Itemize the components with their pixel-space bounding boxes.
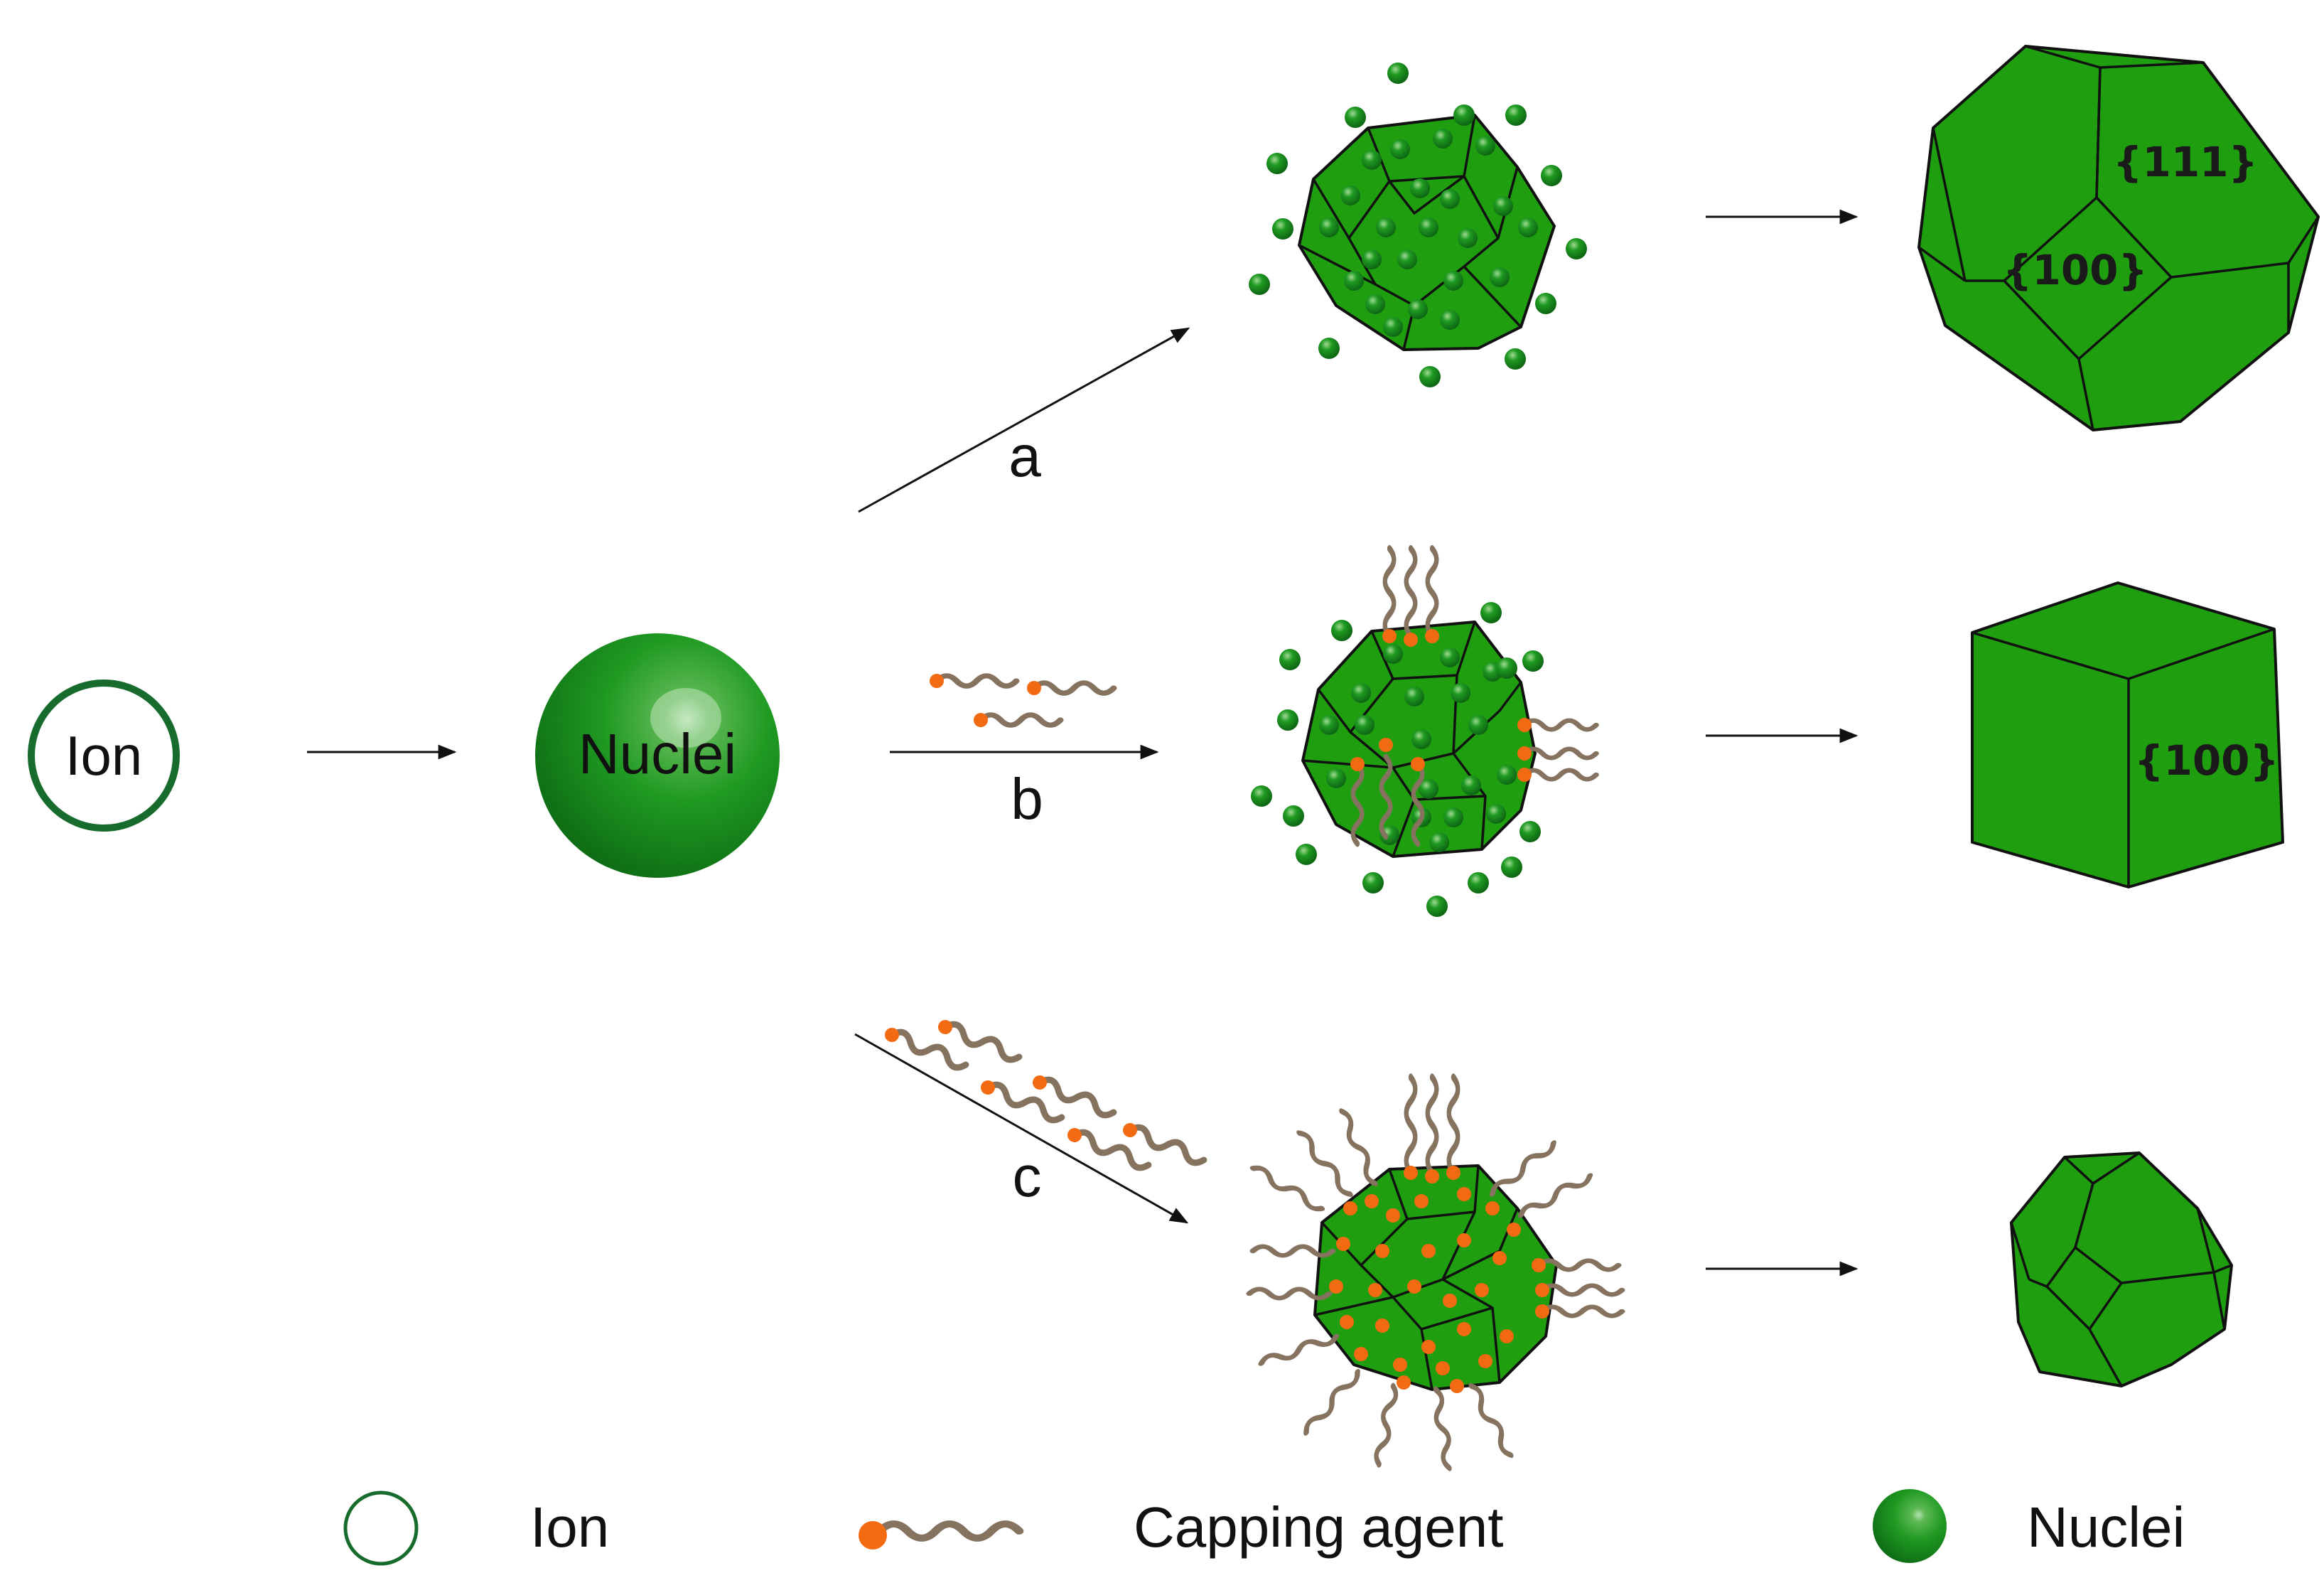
facet-100-label-cube: {100} bbox=[2134, 736, 2279, 785]
path-b-label: b bbox=[1011, 767, 1043, 832]
growing-crystal-a bbox=[1249, 63, 1587, 387]
legend-ion-label: Ion bbox=[530, 1495, 609, 1559]
arrow-path-c bbox=[854, 1033, 1189, 1224]
legend-ion-swatch bbox=[343, 1491, 419, 1566]
adsorbed-capping-b-center bbox=[1350, 738, 1425, 844]
cube-crystal: {100} bbox=[1971, 581, 2284, 888]
nuclei-label: Nuclei bbox=[579, 722, 736, 785]
truncated-octahedron-small bbox=[2010, 1151, 2233, 1387]
path-a-label: a bbox=[1008, 424, 1041, 489]
ion-label: Ion bbox=[65, 724, 142, 787]
adsorbed-capping-c bbox=[1249, 1078, 1622, 1469]
nuclei-sphere: Nuclei bbox=[535, 633, 780, 878]
free-nuclei-b bbox=[1251, 602, 1544, 917]
adsorbed-nuclei-a bbox=[1319, 129, 1538, 337]
arrow-path-a bbox=[858, 327, 1190, 513]
adsorbed-capping-b-top bbox=[1382, 549, 1439, 647]
legend-capping-agent-label: Capping agent bbox=[1134, 1495, 1503, 1559]
legend: Ion Capping agent Nuclei bbox=[343, 1489, 2185, 1566]
adsorbed-capping-b-right bbox=[1517, 718, 1596, 782]
ion-symbol: Ion bbox=[28, 680, 180, 832]
path-c-label: c bbox=[1013, 1144, 1042, 1209]
legend-item-ion: Ion bbox=[343, 1491, 609, 1566]
legend-nuclei-label: Nuclei bbox=[2027, 1495, 2185, 1559]
free-nuclei-a bbox=[1249, 63, 1587, 387]
capping-agents-b bbox=[930, 674, 1114, 727]
facet-100-label-top: {100} bbox=[2003, 246, 2148, 294]
facet-111-label: {111} bbox=[2113, 138, 2258, 186]
legend-item-capping-agent: Capping agent bbox=[859, 1495, 1503, 1559]
adsorbed-nuclei-b bbox=[1319, 644, 1517, 852]
truncated-octahedron-large: {111} {100} bbox=[1917, 45, 2320, 431]
growing-crystal-b bbox=[1251, 549, 1596, 917]
legend-item-nuclei: Nuclei bbox=[1873, 1489, 2185, 1563]
capping-agents-c bbox=[885, 1018, 1207, 1171]
legend-nuclei-swatch bbox=[1873, 1489, 1947, 1563]
growing-crystal-c bbox=[1249, 1078, 1622, 1469]
